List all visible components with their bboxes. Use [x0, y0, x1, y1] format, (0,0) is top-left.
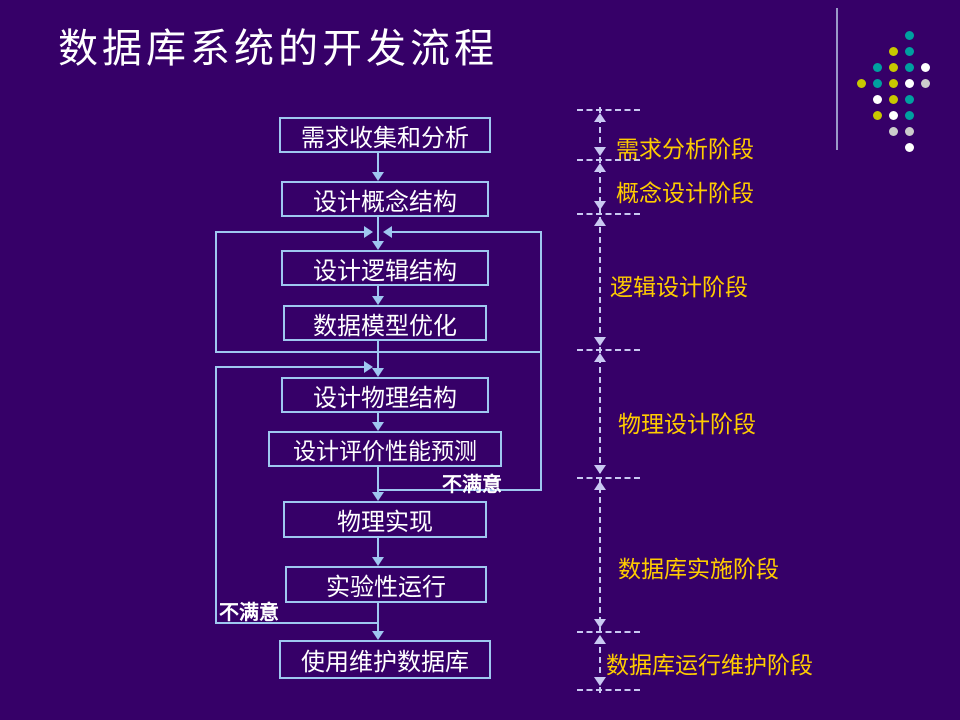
arrow-down-icon: [594, 619, 606, 628]
decor-dot: [873, 79, 882, 88]
timeline-line: [599, 107, 601, 693]
phase-label-physical-design: 物理设计阶段: [618, 412, 756, 438]
arrow-up-icon: [594, 217, 606, 226]
arrow-right-icon: [364, 361, 373, 373]
arrow-up-icon: [594, 481, 606, 490]
arrow-down-icon: [372, 557, 384, 566]
flow-box-trial-run: 实验性运行: [285, 566, 487, 603]
feedback-loop-line: [540, 231, 542, 491]
feedback-loop-line: [215, 366, 217, 624]
arrow-down-icon: [594, 147, 606, 156]
feedback-loop-line: [392, 231, 540, 233]
phase-label-requirements-analysis: 需求分析阶段: [616, 137, 754, 163]
timeline-tick: [577, 159, 640, 161]
decor-dot: [889, 79, 898, 88]
flow-box-physical-implementation: 物理实现: [283, 501, 487, 538]
flow-connector: [377, 341, 379, 368]
flow-connector: [377, 413, 379, 422]
arrow-down-icon: [372, 241, 384, 250]
decor-dot: [889, 63, 898, 72]
feedback-loop-line: [215, 231, 365, 233]
arrow-left-icon: [383, 226, 392, 238]
timeline-tick: [577, 349, 640, 351]
decor-dot: [889, 95, 898, 104]
arrow-down-icon: [372, 631, 384, 640]
arrow-up-icon: [594, 635, 606, 644]
phase-label-implementation: 数据库实施阶段: [618, 557, 779, 583]
flow-box-operation-maintenance: 使用维护数据库: [279, 640, 491, 679]
flow-box-physical-design: 设计物理结构: [281, 377, 489, 413]
flow-connector: [377, 153, 379, 172]
arrow-down-icon: [372, 296, 384, 305]
decor-dot: [905, 95, 914, 104]
timeline-tick: [577, 109, 640, 111]
decor-dot: [921, 79, 930, 88]
flow-connector: [377, 286, 379, 296]
flow-connector: [377, 467, 379, 492]
decor-vertical-line: [836, 8, 838, 150]
flow-connector: [377, 217, 379, 241]
flow-box-conceptual-design: 设计概念结构: [281, 181, 489, 217]
arrow-up-icon: [594, 163, 606, 172]
decor-dot: [905, 79, 914, 88]
feedback-loop-line: [215, 622, 377, 624]
arrow-down-icon: [594, 337, 606, 346]
flow-connector: [377, 603, 379, 631]
flow-connector: [377, 538, 379, 557]
feedback-loop-line: [215, 231, 217, 352]
arrow-down-icon: [594, 465, 606, 474]
decor-dot: [905, 143, 914, 152]
decor-dot: [905, 47, 914, 56]
decor-dot: [889, 127, 898, 136]
phase-label-operation-maintenance: 数据库运行维护阶段: [606, 653, 813, 679]
arrow-down-icon: [372, 422, 384, 431]
decor-dot: [873, 63, 882, 72]
decor-dot: [857, 79, 866, 88]
flow-box-data-model-optimization: 数据模型优化: [283, 305, 487, 341]
feedback-loop-line: [379, 489, 540, 491]
arrow-right-icon: [364, 226, 373, 238]
slide-title: 数据库系统的开发流程: [58, 26, 498, 72]
phase-label-logical-design: 逻辑设计阶段: [610, 275, 748, 301]
decor-dot: [873, 111, 882, 120]
decor-dot: [921, 63, 930, 72]
arrow-down-icon: [372, 172, 384, 181]
decor-dot: [889, 47, 898, 56]
timeline-tick: [577, 689, 640, 691]
decor-dot: [873, 95, 882, 104]
arrow-down-icon: [594, 201, 606, 210]
unsatisfied-label-left: 不满意: [219, 600, 279, 624]
flow-box-requirements-collection: 需求收集和分析: [279, 117, 491, 153]
timeline-tick: [577, 477, 640, 479]
timeline-tick: [577, 213, 640, 215]
flow-box-performance-evaluation: 设计评价性能预测: [268, 431, 502, 467]
decor-dot: [889, 111, 898, 120]
phase-label-conceptual-design: 概念设计阶段: [616, 181, 754, 207]
timeline-tick: [577, 631, 640, 633]
decor-dot: [905, 31, 914, 40]
arrow-down-icon: [372, 492, 384, 501]
decor-dot: [905, 127, 914, 136]
feedback-loop-line: [215, 351, 542, 353]
flow-box-logical-design: 设计逻辑结构: [281, 250, 489, 286]
arrow-up-icon: [594, 113, 606, 122]
arrow-down-icon: [372, 368, 384, 377]
unsatisfied-label-right: 不满意: [442, 472, 502, 496]
feedback-loop-line: [215, 366, 365, 368]
decor-dot: [905, 63, 914, 72]
arrow-down-icon: [594, 677, 606, 686]
decor-dot: [905, 111, 914, 120]
arrow-up-icon: [594, 353, 606, 362]
